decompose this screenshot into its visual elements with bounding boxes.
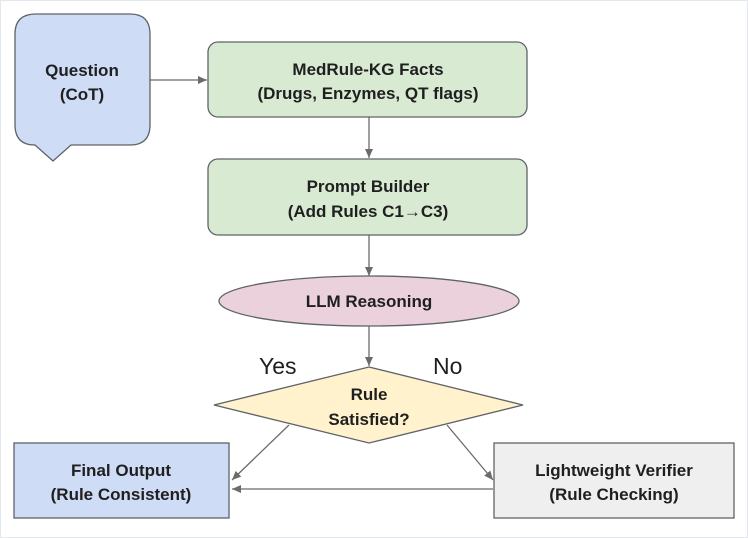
verifier-label-line2: (Rule Checking)	[549, 485, 678, 504]
llm-node: LLM Reasoning	[218, 275, 520, 327]
no-label: No	[433, 353, 462, 379]
prompt-builder-label-line2: (Add Rules C1→C3)	[288, 202, 449, 221]
decision-node: Rule Satisfied?	[213, 366, 524, 444]
question-label-line1: Question	[45, 61, 119, 80]
prompt-builder-label-line1: Prompt Builder	[307, 177, 430, 196]
question-node: Question (CoT)	[14, 13, 151, 162]
llm-label: LLM Reasoning	[306, 292, 433, 311]
question-label-line2: (CoT)	[60, 85, 104, 104]
final-output-node: Final Output (Rule Consistent)	[13, 442, 230, 519]
prompt-builder-box	[207, 158, 528, 236]
decision-diamond	[213, 366, 524, 444]
edges	[150, 76, 494, 493]
verifier-box	[493, 442, 735, 519]
verifier-node: Lightweight Verifier (Rule Checking)	[493, 442, 735, 519]
verifier-label-line1: Lightweight Verifier	[535, 461, 693, 480]
kg-facts-node: MedRule-KG Facts (Drugs, Enzymes, QT fla…	[207, 41, 528, 118]
kg-facts-label-line1: MedRule-KG Facts	[292, 60, 443, 79]
edge-decision-to-verifier	[446, 424, 494, 481]
final-output-label-line2: (Rule Consistent)	[51, 485, 192, 504]
llm-ellipse	[218, 275, 520, 327]
prompt-builder-node: Prompt Builder (Add Rules C1→C3)	[207, 158, 528, 236]
edge-decision-to-final	[231, 424, 290, 481]
kg-facts-box	[207, 41, 528, 118]
kg-facts-label-line2: (Drugs, Enzymes, QT flags)	[257, 84, 478, 103]
decision-label-line1: Rule	[351, 385, 388, 404]
final-output-box	[13, 442, 230, 519]
decision-label-line2: Satisfied?	[328, 410, 409, 429]
yes-label: Yes	[259, 353, 297, 379]
question-callout-shape	[14, 13, 151, 162]
final-output-label-line1: Final Output	[71, 461, 171, 480]
